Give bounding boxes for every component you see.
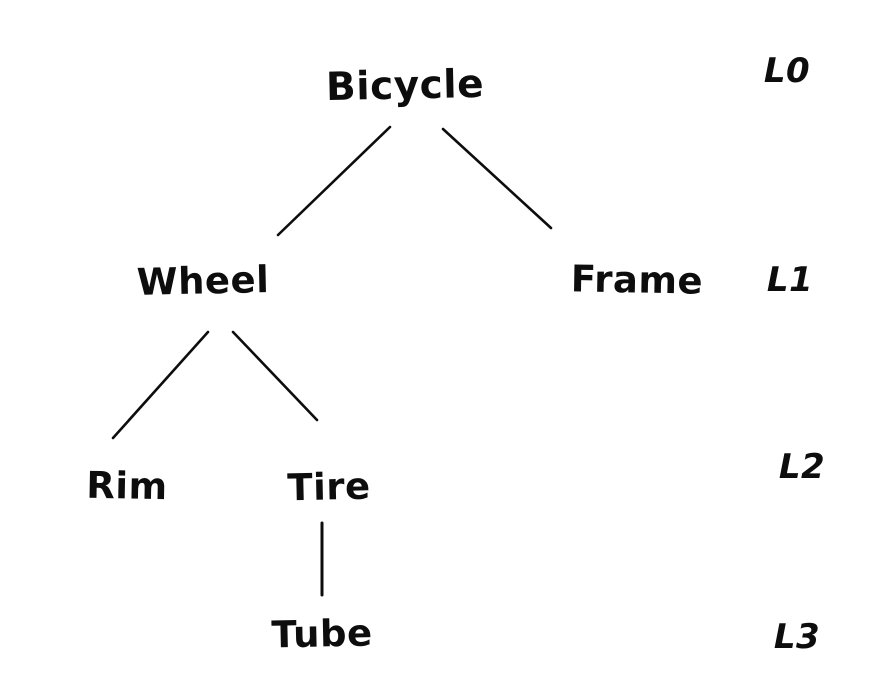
edge-bicycle-frame	[441, 127, 553, 230]
edge-wheel-rim	[111, 330, 210, 440]
edge-bicycle-wheel	[276, 125, 392, 237]
node-bicycle: Bicycle	[325, 61, 485, 111]
node-rim: Rim	[86, 463, 168, 509]
level-label-l1: L1	[766, 260, 814, 300]
edge-wheel-tire	[231, 330, 319, 422]
node-tire: Tire	[286, 464, 372, 510]
node-frame: Frame	[570, 257, 704, 303]
level-label-l0: L0	[763, 51, 811, 91]
level-label-l3: L3	[773, 617, 821, 657]
node-wheel: Wheel	[136, 258, 270, 304]
node-tube: Tube	[271, 611, 373, 657]
level-label-l2: L2	[778, 447, 826, 487]
